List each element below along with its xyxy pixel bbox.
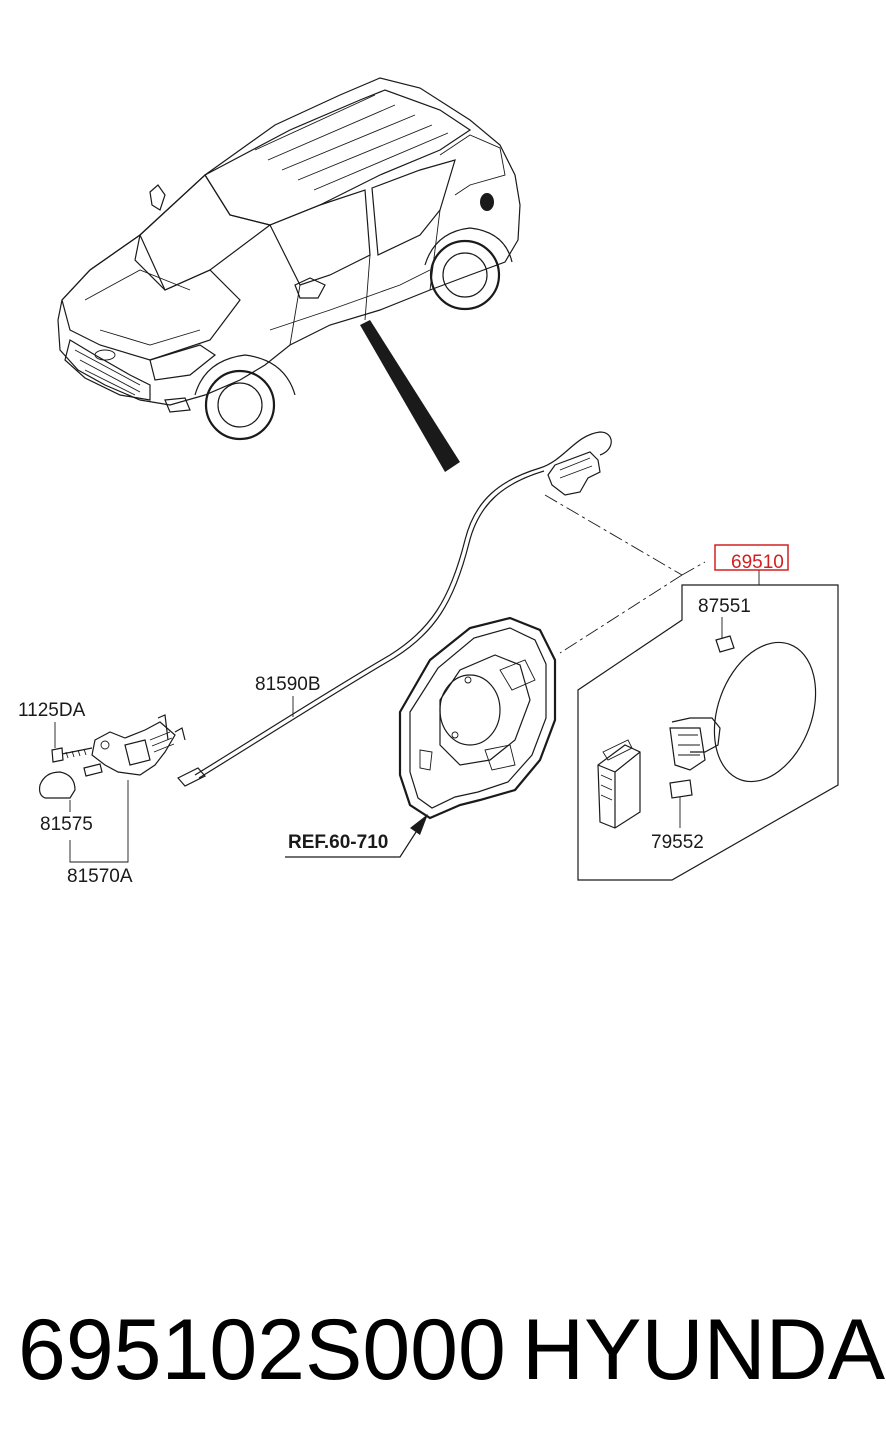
label-1125DA[interactable]: 1125DA [18, 700, 86, 721]
release-cable [177, 431, 612, 787]
label-ref-60-710[interactable]: REF.60-710 [288, 832, 388, 853]
fuel-door-assembly [577, 584, 839, 881]
label-69510[interactable]: 69510 [731, 552, 784, 573]
filler-housing [398, 616, 557, 820]
vehicle-illustration [57, 77, 521, 441]
leader-lines [54, 570, 760, 863]
brand-name: HYUNDAI [522, 1302, 886, 1398]
label-87551[interactable]: 87551 [698, 596, 751, 617]
footer: 695102S000 HYUNDAI [0, 1290, 886, 1410]
label-81575[interactable]: 81575 [40, 814, 93, 835]
highlight-box-69510 [714, 544, 789, 571]
latch-assembly [38, 714, 186, 799]
label-81570A[interactable]: 81570A [67, 866, 133, 887]
label-81590B[interactable]: 81590B [255, 674, 321, 695]
leader-dashdot [544, 494, 706, 654]
pointer-arrow [360, 320, 460, 472]
part-number: 695102S000 [18, 1302, 506, 1398]
label-79552[interactable]: 79552 [651, 832, 704, 853]
